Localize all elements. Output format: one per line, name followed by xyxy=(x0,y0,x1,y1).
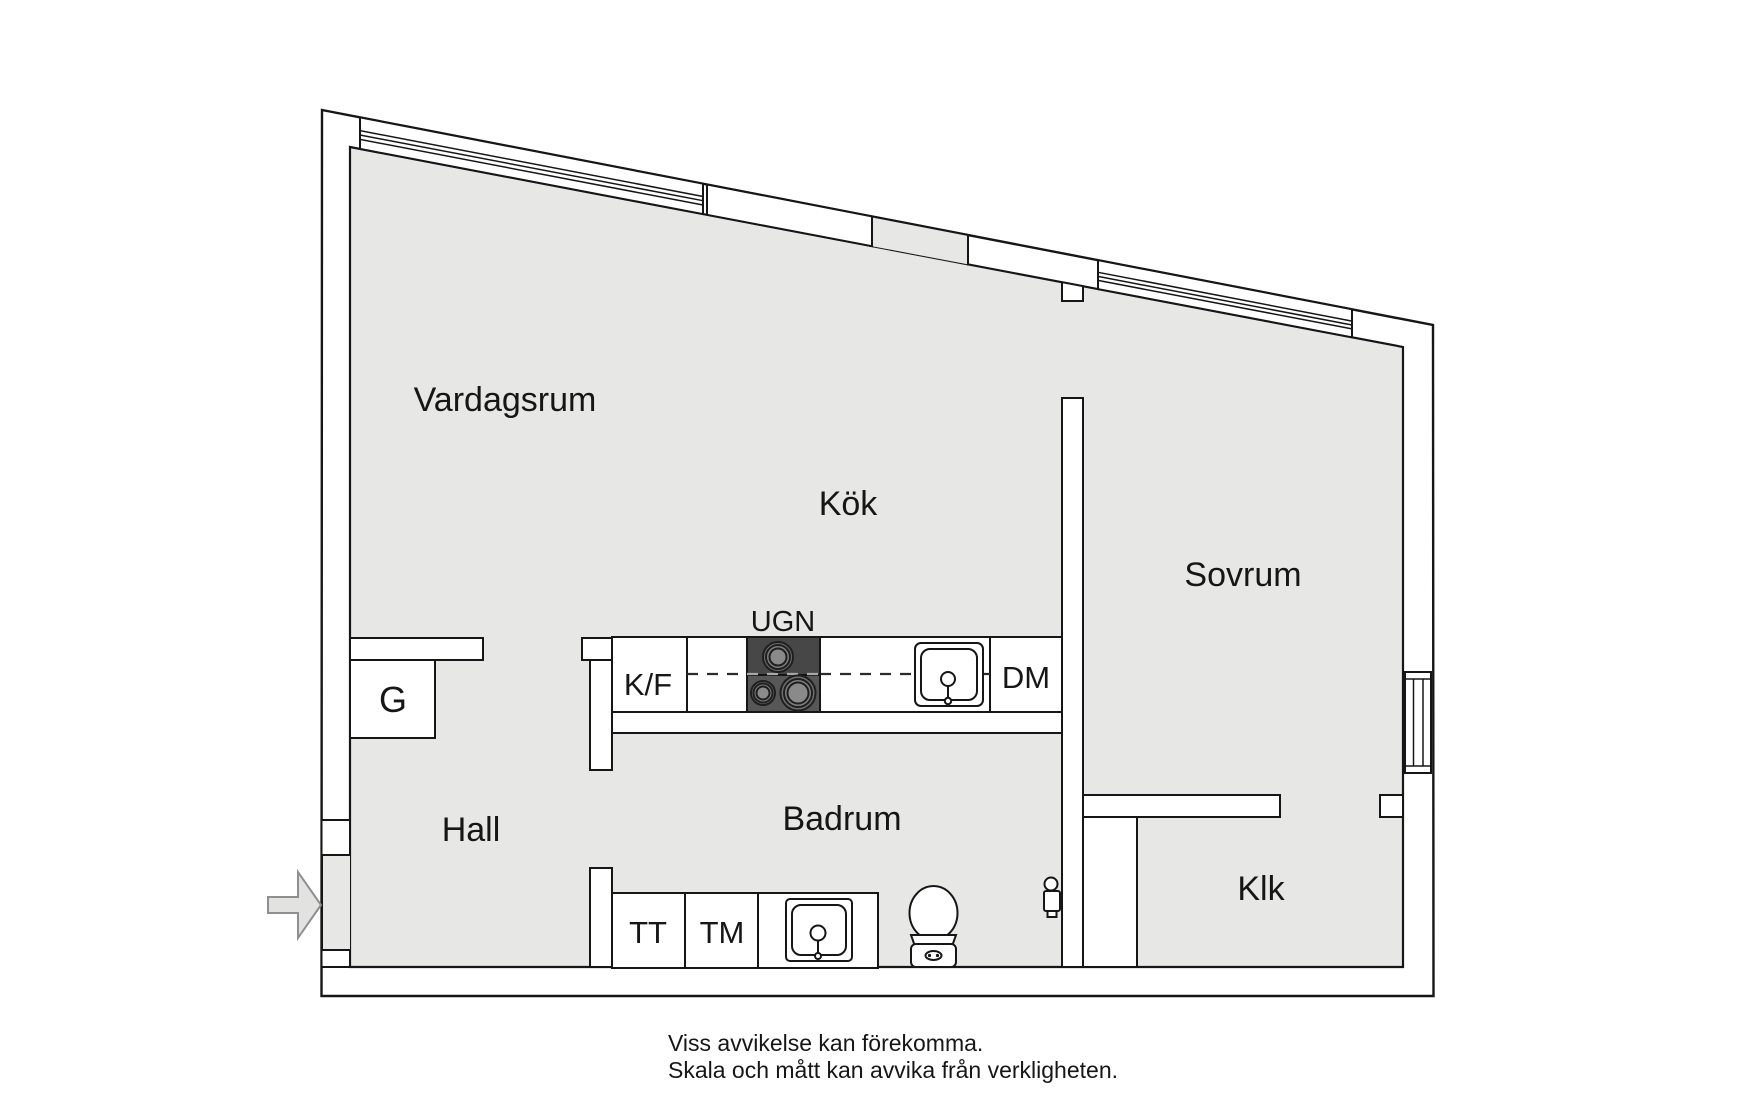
wall-stub-top xyxy=(1061,280,1084,302)
wardrobe-g-box xyxy=(349,659,436,739)
label-dryer-tt: TT xyxy=(629,915,667,950)
wall-kitchen-bedroom xyxy=(1061,397,1084,968)
top-wall-pier xyxy=(706,183,873,248)
bathroom-sink-icon xyxy=(785,898,853,962)
top-wall-thin-section xyxy=(872,216,968,265)
top-wall-outer-line xyxy=(870,215,970,237)
wall-bedroom-closet xyxy=(1082,794,1281,818)
shower-mixer-icon xyxy=(1043,876,1061,918)
window-bedroom xyxy=(1097,258,1353,339)
room-label-klk: Klk xyxy=(1237,870,1285,908)
disclaimer-line-2: Skala och mått kan avvika från verklighe… xyxy=(668,1057,1118,1083)
label-oven-ugn: UGN xyxy=(751,606,815,638)
label-washer-tm: TM xyxy=(700,915,745,950)
wall-segment xyxy=(1379,794,1404,818)
kitchen-counter xyxy=(611,636,1063,713)
wall-kitchen-hall xyxy=(589,659,613,771)
label-wardrobe-g: G xyxy=(379,679,407,720)
disclaimer-line-1: Viss avvikelse kan förekomma. xyxy=(668,1030,983,1056)
label-fridge-kf: K/F xyxy=(624,667,672,702)
bathroom-appliance-row xyxy=(611,892,879,969)
stove-icon xyxy=(746,636,821,713)
entrance-arrow-icon xyxy=(267,868,323,942)
label-dishwasher-dm: DM xyxy=(1002,660,1050,695)
wall-segment xyxy=(320,819,351,856)
room-label-badrum: Badrum xyxy=(782,800,901,838)
closet-shaft-klk xyxy=(1082,816,1138,968)
window-right-wall xyxy=(1404,671,1432,774)
window-livingroom xyxy=(359,116,704,216)
room-label-hall: Hall xyxy=(442,811,501,849)
wall-segment xyxy=(320,949,351,968)
room-label-sovrum: Sovrum xyxy=(1184,556,1301,594)
entrance-opening xyxy=(322,855,350,950)
room-label-kok: Kök xyxy=(819,485,879,523)
kitchen-sink-icon xyxy=(914,642,984,707)
room-label-vardagsrum: Vardagsrum xyxy=(414,381,597,419)
wall-segment xyxy=(581,637,613,661)
toilet-icon xyxy=(908,885,959,968)
wall-bathroom-hall xyxy=(589,867,613,968)
wall-hall-livingroom xyxy=(349,637,484,661)
wall-bathroom-kitchen xyxy=(611,711,1063,734)
